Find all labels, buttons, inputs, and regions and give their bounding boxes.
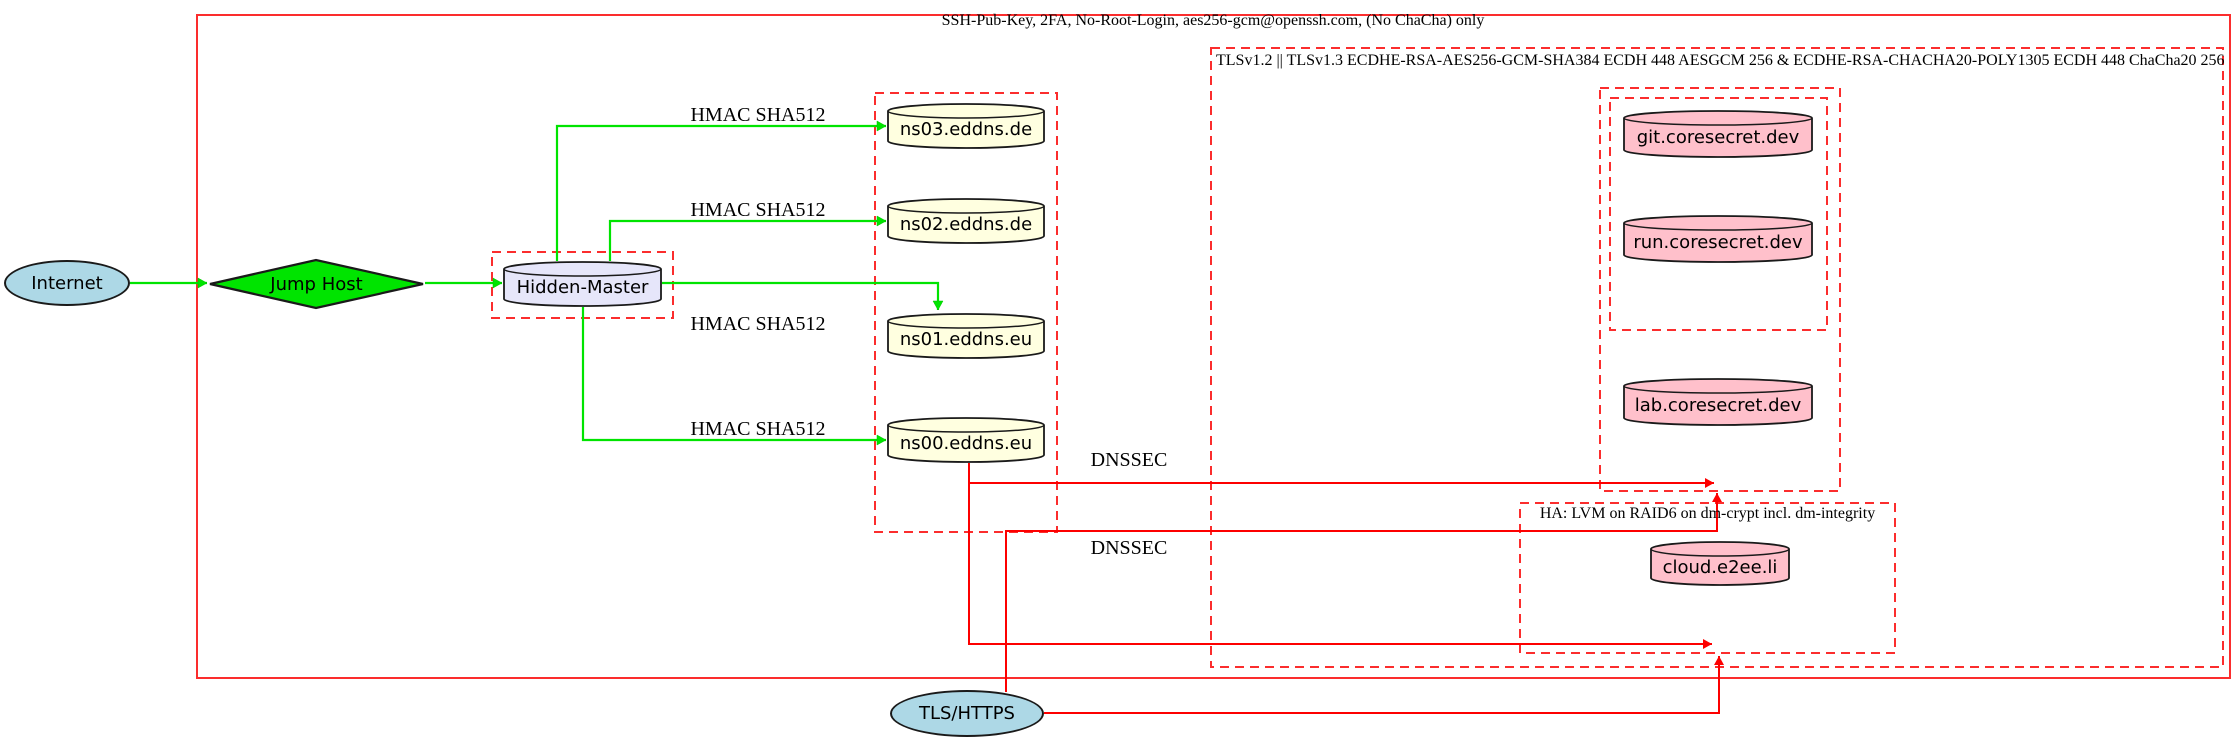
node-git-coresecret-label: git.coresecret.dev [1636, 127, 1800, 148]
node-jump-host-label: Jump Host [270, 273, 363, 295]
cluster-ssh-box [196, 14, 2231, 679]
edge-label-hmac-ns01: HMAC SHA512 [690, 313, 826, 335]
cylinder-shape [1623, 378, 1813, 426]
cluster-ha-label: HA: LVM on RAID6 on dm-crypt incl. dm-in… [1539, 505, 1876, 522]
node-ns03: ns03.eddns.de [887, 103, 1045, 149]
cylinder-shape [887, 198, 1045, 244]
node-jump-host: Jump Host [208, 258, 425, 310]
edge-tls-to-secret-cluster [1005, 493, 1722, 692]
cylinder-shape [1650, 541, 1790, 586]
node-git-coresecret: git.coresecret.dev [1623, 110, 1813, 158]
edge-label-dnssec-2: DNSSEC [1090, 537, 1168, 559]
node-lab-coresecret: lab.coresecret.dev [1623, 378, 1813, 426]
cylinder-shape [887, 417, 1045, 463]
node-tls-https-label: TLS/HTTPS [918, 703, 1015, 724]
cylinder-shape [887, 313, 1045, 359]
diamond-shape [209, 258, 424, 310]
edge-hiddenmaster-to-ns01 [662, 281, 944, 311]
cluster-ssh-label: SSH-Pub-Key, 2FA, No-Root-Login, aes256-… [941, 12, 1485, 29]
cylinder-shape [1623, 215, 1813, 263]
node-internet: Internet [4, 260, 130, 306]
node-tls-https: TLS/HTTPS [890, 690, 1044, 737]
edge-label-hmac-ns03: HMAC SHA512 [690, 104, 826, 126]
node-ns03-label: ns03.eddns.de [899, 119, 1033, 140]
node-cloud-e2ee-label: cloud.e2ee.li [1662, 556, 1778, 578]
cylinder-shape [1623, 110, 1813, 158]
edge-hiddenmaster-to-ns03 [555, 120, 887, 261]
edge-label-hmac-ns02: HMAC SHA512 [690, 199, 826, 221]
node-ns00-label: ns00.eddns.eu [899, 433, 1033, 454]
node-ns01-label: ns01.eddns.eu [899, 329, 1033, 350]
node-ns02-label: ns02.eddns.de [899, 214, 1033, 235]
cluster-tls-label: TLSv1.2 || TLSv1.3 ECDHE-RSA-AES256-GCM-… [1216, 52, 2225, 69]
node-hidden-master-label: Hidden-Master [516, 277, 649, 298]
edge-tls-to-ha-cluster [1044, 656, 1724, 714]
node-ns01: ns01.eddns.eu [887, 313, 1045, 359]
node-cloud-e2ee: cloud.e2ee.li [1650, 541, 1790, 586]
node-hidden-master: Hidden-Master [503, 261, 662, 307]
node-ns00: ns00.eddns.eu [887, 417, 1045, 463]
edge-label-hmac-ns00: HMAC SHA512 [690, 418, 826, 440]
node-ns02: ns02.eddns.de [887, 198, 1045, 244]
node-lab-coresecret-label: lab.coresecret.dev [1634, 395, 1802, 416]
edge-hiddenmaster-to-ns02 [608, 215, 887, 261]
node-run-coresecret: run.coresecret.dev [1623, 215, 1813, 263]
cylinder-shape [887, 103, 1045, 149]
node-run-coresecret-label: run.coresecret.dev [1633, 232, 1803, 253]
cylinder-shape [503, 261, 662, 307]
edge-label-dnssec-1: DNSSEC [1090, 449, 1168, 471]
node-internet-label: Internet [31, 272, 103, 294]
